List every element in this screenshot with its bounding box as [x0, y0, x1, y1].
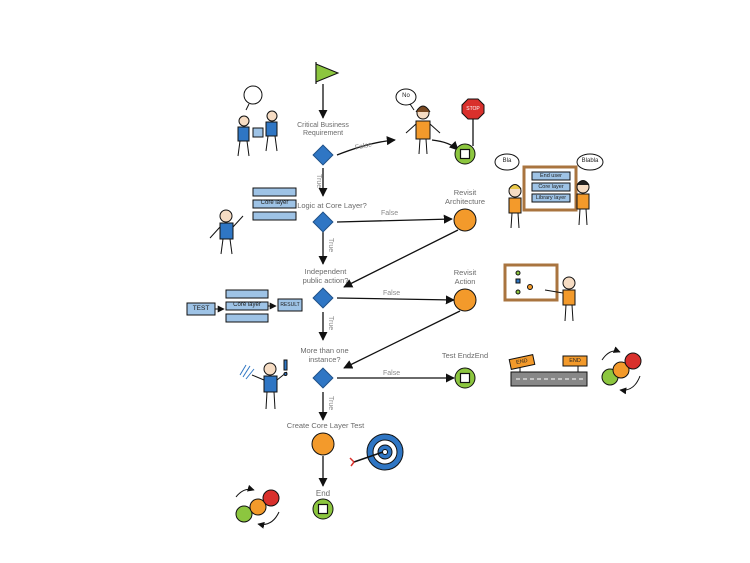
bla-bubble-text: Bla: [502, 158, 512, 164]
edge-action-back: [343, 310, 461, 369]
discussing-people-illustration: [237, 85, 278, 157]
test-pipeline-illustration: [186, 289, 303, 323]
node-label-logic: Logic at Core Layer?: [297, 201, 367, 210]
layers-board-illustration: [494, 153, 604, 229]
process-revisit-action: [453, 288, 477, 312]
edge-label-logic-true: True: [327, 238, 334, 253]
decision-independent: [312, 287, 334, 309]
edge-label-independent-false: False: [383, 290, 401, 297]
core-layer-stack-label-2: Core layer: [233, 302, 261, 308]
edge-no-to-stop: [431, 139, 459, 151]
node-label-revisit-action: Revisit Action: [453, 268, 477, 286]
edge-arch-back: [343, 229, 459, 288]
edges: [318, 84, 461, 487]
edge-label-more-false: False: [383, 370, 401, 377]
terminal-test-e2e: [454, 367, 476, 389]
process-revisit-architecture: [453, 208, 477, 232]
terminal-stop: [454, 143, 476, 165]
process-create-core-layer-test: [311, 432, 335, 456]
test-box-label: TEST: [192, 305, 210, 312]
edge-critical-false: [336, 136, 396, 156]
edge-independent-false: [336, 295, 455, 305]
edge-label-critical-true: True: [315, 174, 322, 189]
node-label-test-e2e: Test EndzEnd: [441, 351, 489, 360]
node-label-create-test: Create Core Layer Test: [286, 421, 365, 430]
faces-cycle-icon-left: [235, 484, 280, 529]
edge-label-more-true: True: [327, 396, 334, 411]
mechanic-illustration: [209, 187, 297, 255]
edge-label-independent-true: True: [327, 316, 334, 331]
decision-critical: [312, 144, 334, 166]
node-label-independent: Independent public action?: [302, 267, 349, 285]
node-label-more: More than one instance?: [300, 346, 349, 364]
end-to-end-road-illustration: [508, 354, 588, 387]
edge-logic-false: [336, 214, 453, 224]
board-layer-end-user: End user: [539, 173, 562, 179]
node-label-critical: Critical Business Requirement: [297, 122, 349, 138]
edge-label-logic-false: False: [381, 210, 399, 217]
core-layer-stack-label-1: Core layer: [260, 200, 289, 206]
no-bubble-text: No: [402, 93, 410, 99]
stop-sign-icon: [461, 98, 485, 146]
stop-sign-text: STOP: [466, 106, 480, 112]
thinking-person-illustration: [239, 359, 288, 410]
end-sign-2-label: END: [569, 358, 581, 364]
no-person-illustration: [395, 88, 441, 155]
board-layer-library: Library layer: [535, 195, 567, 201]
node-label-revisit-architecture: Revisit Architecture: [444, 188, 486, 206]
faces-cycle-icon-right: [601, 346, 642, 395]
node-label-end: End: [315, 489, 331, 498]
whiteboard-presenter-illustration: [503, 263, 576, 322]
target-icon: [349, 433, 404, 471]
decision-more: [312, 367, 334, 389]
blabla-bubble-text: Blabla: [581, 158, 599, 164]
terminal-end: [312, 498, 334, 520]
start-flag-icon: [315, 62, 340, 84]
result-box-label: RESULT: [280, 302, 300, 308]
decision-logic: [312, 211, 334, 233]
board-layer-core: Core layer: [538, 184, 564, 190]
